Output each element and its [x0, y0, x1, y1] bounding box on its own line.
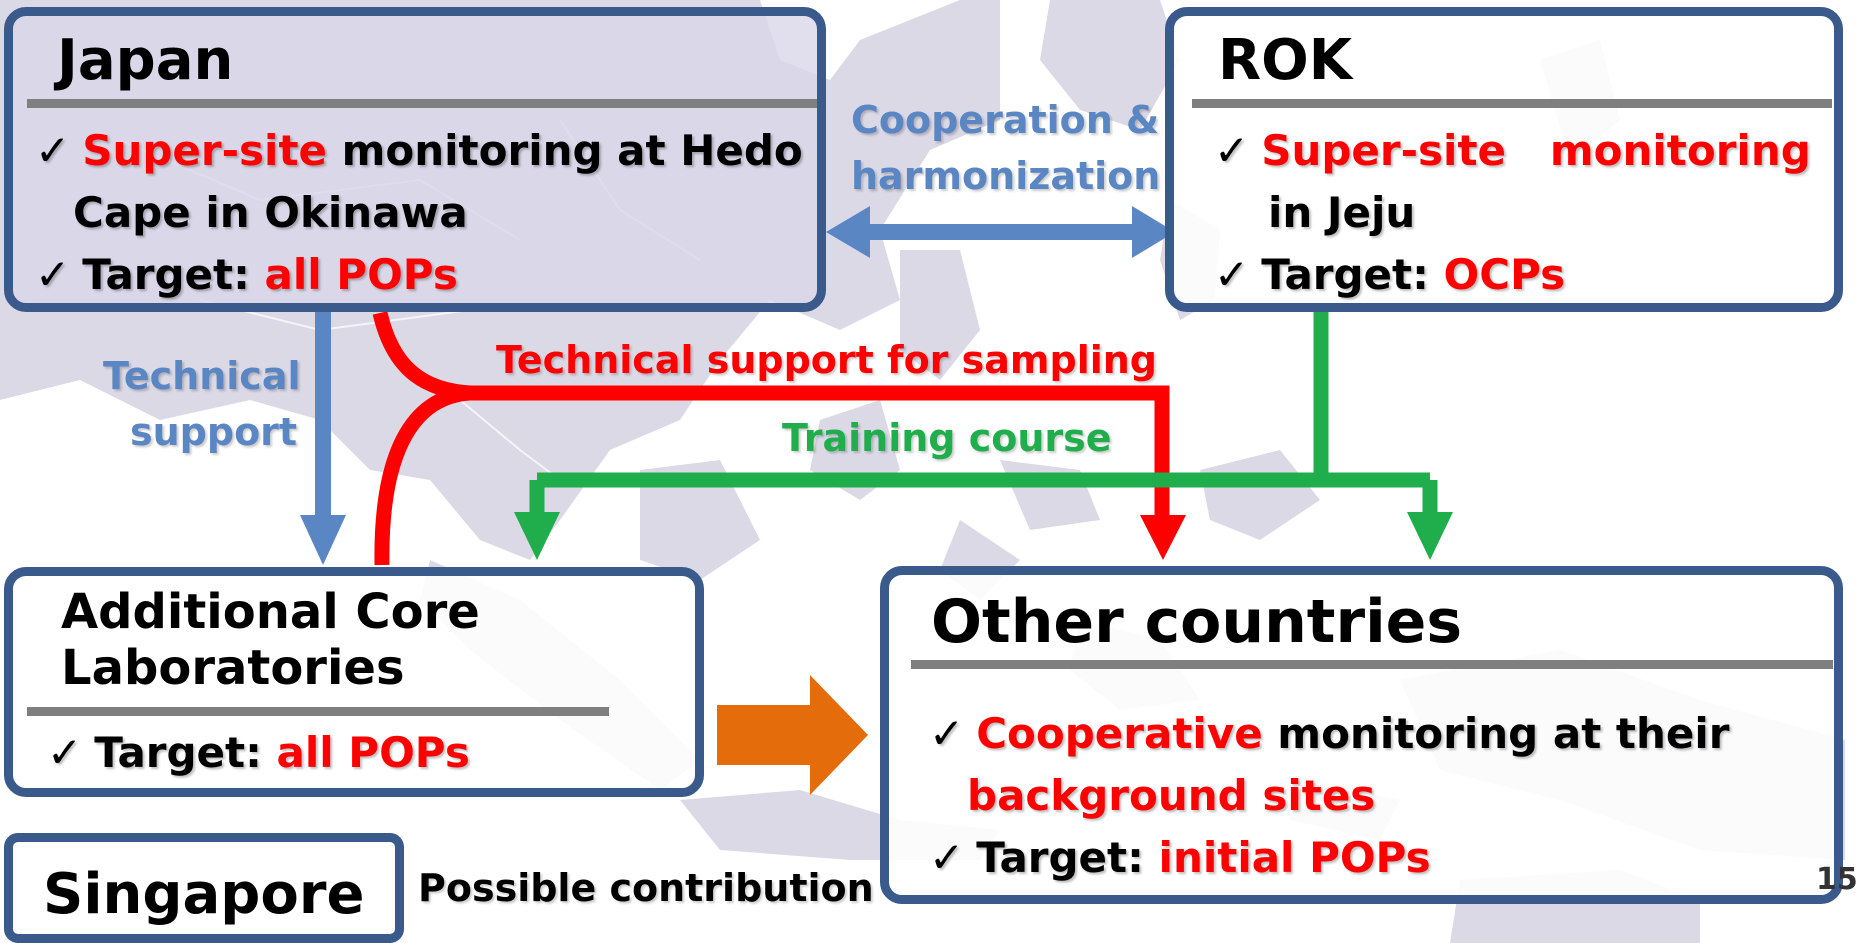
technical-sampling-arrow — [372, 311, 1186, 566]
rok-supersite-highlight: Super-site monitoring — [1261, 126, 1811, 175]
other-bullet-cooperative-cont: background sites — [967, 771, 1376, 820]
technical-support-label-line2: support — [130, 410, 298, 454]
japan-supersite-highlight: Super-site — [82, 126, 328, 175]
singapore-note: Possible contribution — [418, 866, 874, 910]
check-icon: ✓ — [929, 833, 965, 882]
page-number: 15 — [1816, 862, 1858, 897]
singapore-title: Singapore — [43, 862, 365, 927]
core-labs-title-line1: Additional Core — [61, 584, 480, 640]
core-labs-target-value: all POPs — [276, 728, 470, 777]
core-labs-title-line2: Laboratories — [61, 640, 405, 696]
check-icon: ✓ — [929, 709, 965, 758]
cooperation-double-arrow — [826, 206, 1175, 258]
technical-sampling-label: Technical support for sampling — [496, 338, 1158, 382]
core-labs-title-rule — [27, 707, 609, 716]
training-course-label: Training course — [782, 416, 1112, 460]
check-icon: ✓ — [1214, 250, 1250, 299]
core-labs-target-prefix: Target: — [94, 728, 277, 777]
orange-block-arrow — [717, 675, 868, 795]
rok-title-rule — [1192, 99, 1832, 108]
japan-title: Japan — [57, 28, 234, 93]
core-labs-box: Additional Core Laboratories ✓Target: al… — [4, 567, 704, 797]
other-bullet-target: ✓Target: initial POPs — [929, 833, 1431, 882]
japan-box: Japan ✓Super-site monitoring at Hedo Cap… — [4, 7, 826, 312]
japan-bullet-target: ✓Target: all POPs — [35, 250, 458, 299]
japan-title-rule — [27, 99, 817, 108]
rok-target-prefix: Target: — [1261, 250, 1444, 299]
other-target-prefix: Target: — [976, 833, 1159, 882]
training-arrow — [514, 312, 1453, 560]
rok-target-value: OCPs — [1443, 250, 1566, 299]
rok-title: ROK — [1218, 28, 1353, 93]
rok-bullet-supersite: ✓Super-site monitoring — [1214, 126, 1811, 175]
singapore-box: Singapore — [4, 833, 404, 943]
japan-bullet-supersite-cont: Cape in Okinawa — [73, 188, 468, 237]
check-icon: ✓ — [1214, 126, 1250, 175]
other-bullet-cooperative: ✓Cooperative monitoring at their — [929, 709, 1729, 758]
japan-target-prefix: Target: — [82, 250, 265, 299]
other-target-value: initial POPs — [1158, 833, 1431, 882]
check-icon: ✓ — [47, 728, 83, 777]
cooperation-label-line2: harmonization — [851, 154, 1161, 198]
japan-bullet-supersite: ✓Super-site monitoring at Hedo — [35, 126, 803, 175]
other-cooperative-text: monitoring at their — [1262, 709, 1730, 758]
technical-support-label-line1: Technical — [103, 354, 301, 398]
japan-target-value: all POPs — [264, 250, 458, 299]
check-icon: ✓ — [35, 126, 71, 175]
rok-bullet-supersite-cont: in Jeju — [1268, 188, 1416, 237]
other-countries-box: Other countries ✓Cooperative monitoring … — [880, 566, 1843, 904]
rok-bullet-target: ✓Target: OCPs — [1214, 250, 1565, 299]
check-icon: ✓ — [35, 250, 71, 299]
rok-box: ROK ✓Super-site monitoring in Jeju ✓Targ… — [1165, 7, 1843, 312]
other-countries-title: Other countries — [931, 587, 1463, 657]
other-cooperative-highlight: Cooperative — [976, 709, 1263, 758]
japan-supersite-text: monitoring at Hedo — [327, 126, 803, 175]
other-countries-title-rule — [911, 660, 1833, 669]
cooperation-label-line1: Cooperation & — [851, 98, 1160, 142]
technical-support-arrow — [300, 310, 346, 565]
core-labs-bullet-target: ✓Target: all POPs — [47, 728, 470, 777]
